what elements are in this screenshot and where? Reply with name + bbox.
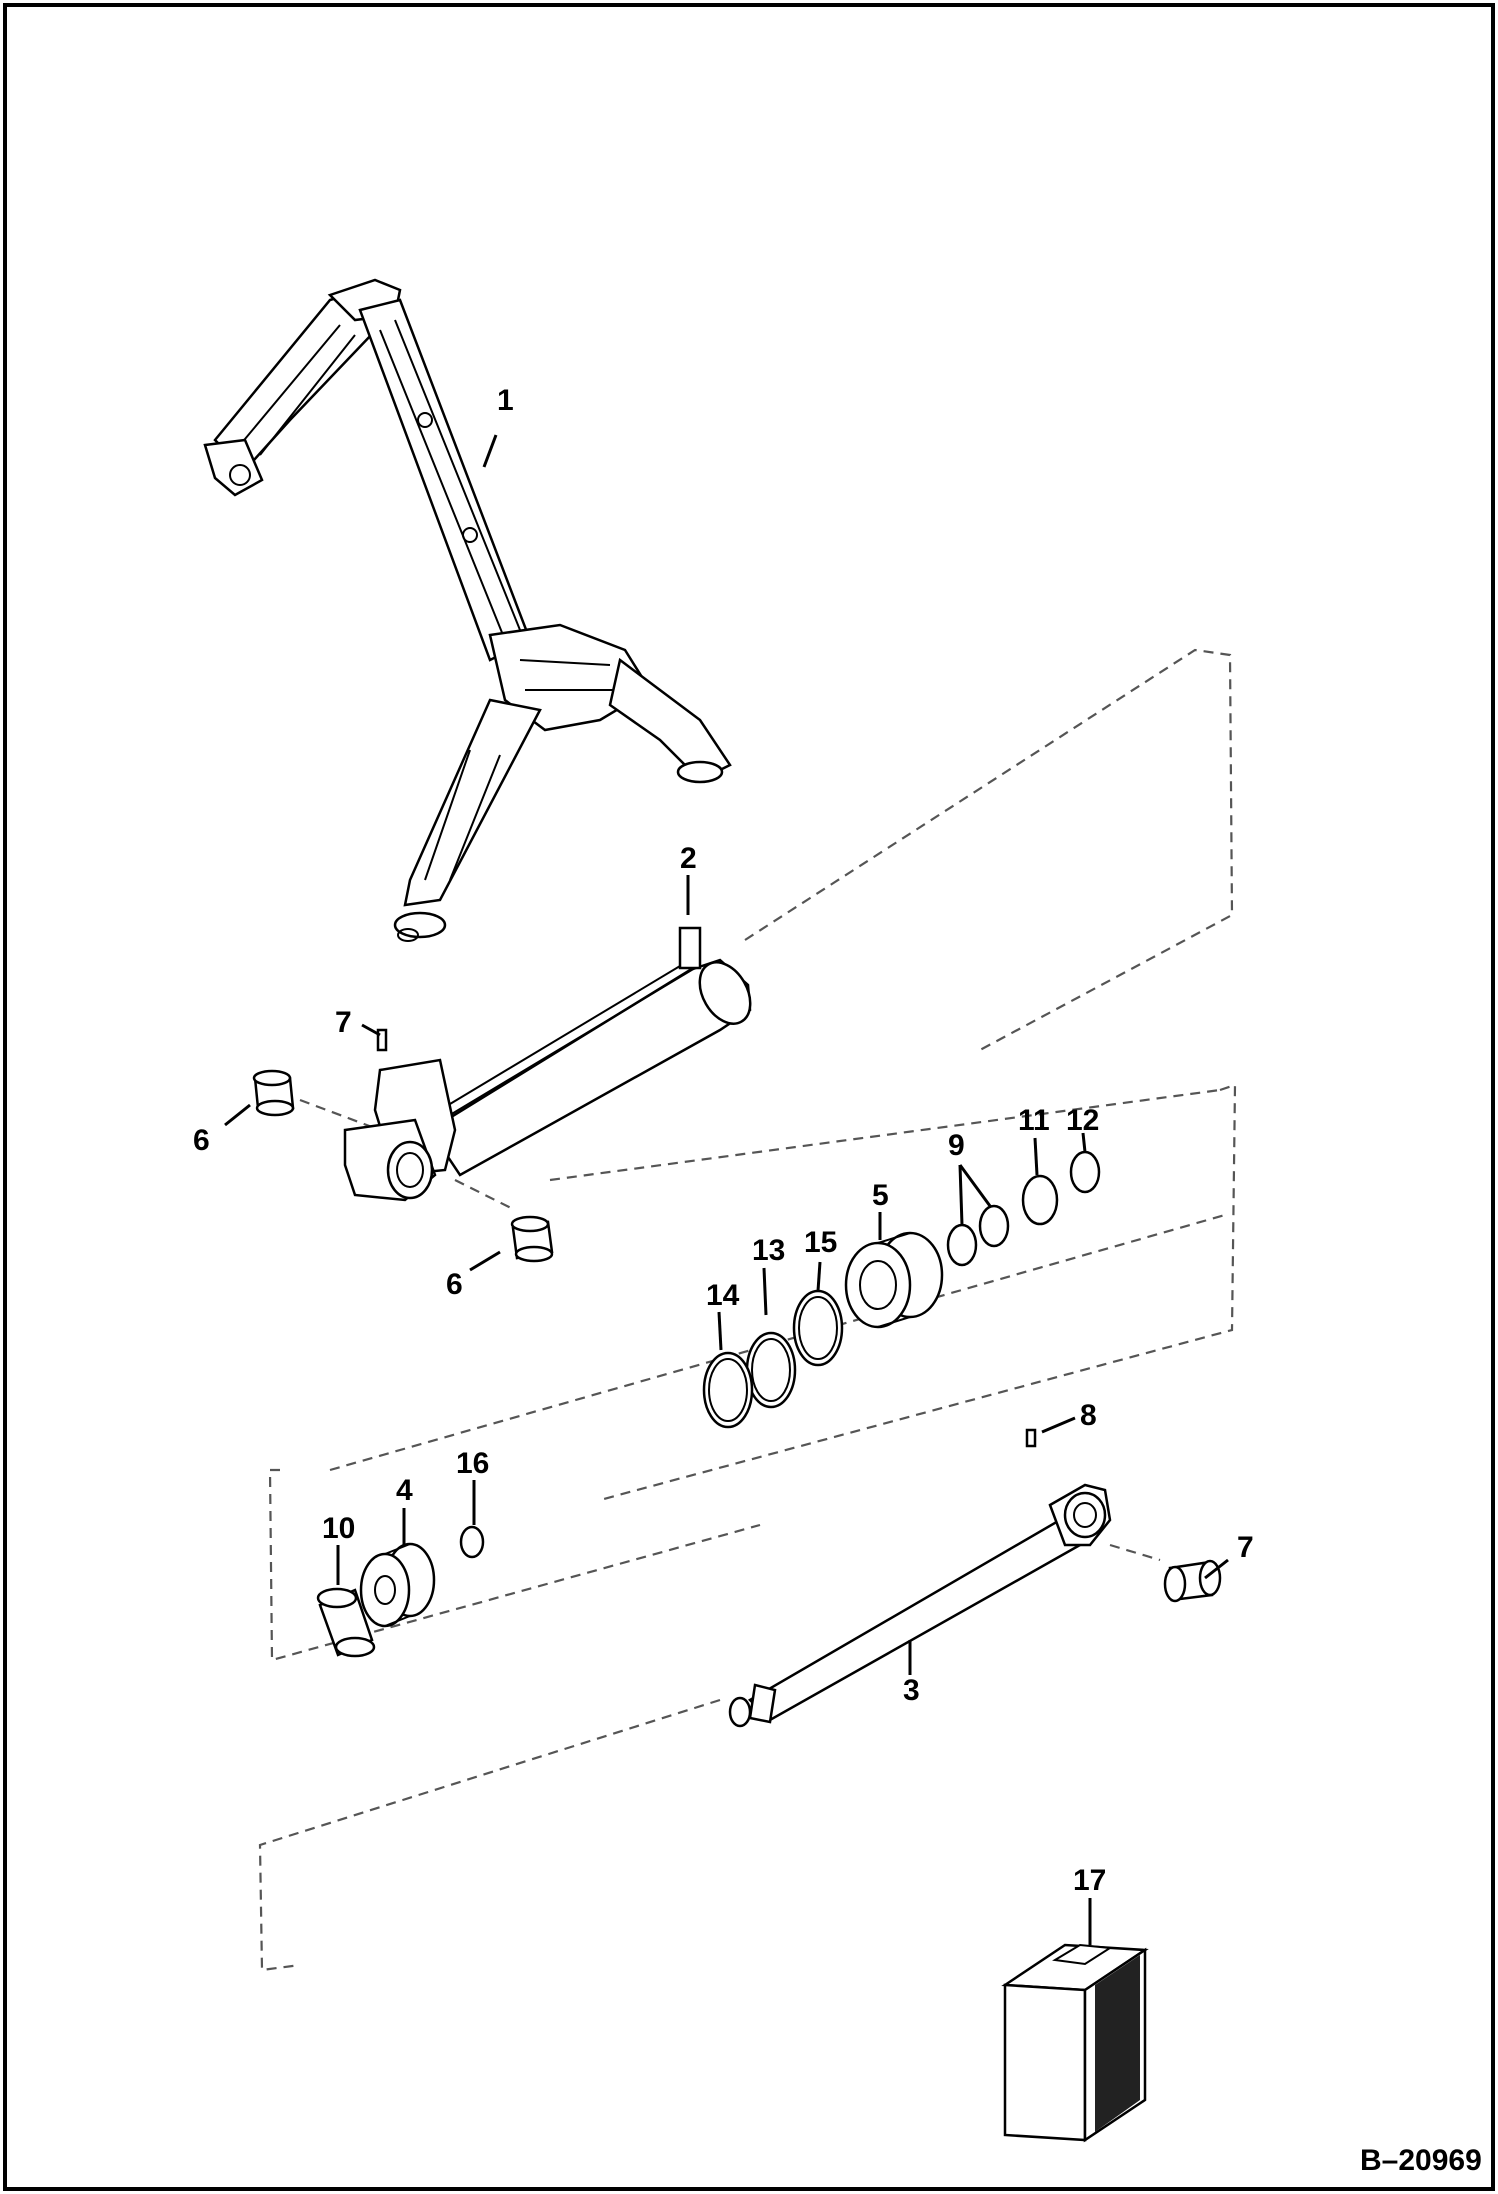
callout-17: 17	[1073, 1864, 1106, 1897]
callout-11: 11	[1018, 1104, 1050, 1137]
callout-10: 10	[322, 1512, 355, 1545]
callout-15: 15	[804, 1226, 837, 1259]
callout-14: 14	[706, 1279, 740, 1312]
callout-16: 16	[456, 1447, 489, 1480]
page-border	[3, 3, 1495, 2191]
callout-3: 3	[903, 1674, 920, 1707]
document-id: B–20969	[1360, 2144, 1482, 2177]
seal-12	[1069, 1150, 1101, 1194]
callout-7-right: 7	[1237, 1531, 1254, 1564]
callout-7-upper: 7	[335, 1006, 352, 1039]
seal-kit-box-17	[1001, 1943, 1149, 2143]
piston-5	[844, 1231, 944, 1329]
callout-6-lower: 6	[446, 1268, 463, 1301]
callout-labels: 1 2 3 4 5 6 6 7 7 8 9 10 11 12 13 14 15 …	[193, 384, 1254, 1897]
callout-5: 5	[872, 1179, 889, 1212]
seal-11	[1021, 1174, 1059, 1226]
seal-10	[316, 1587, 376, 1658]
explode-guide-lines	[258, 648, 1237, 1972]
seal-ring-13	[745, 1331, 797, 1409]
bushing-7-right	[1163, 1559, 1222, 1603]
wear-ring-9	[946, 1204, 1010, 1267]
seal-ring-15	[792, 1289, 844, 1367]
bushing-6-upper	[252, 1069, 295, 1117]
callout-13: 13	[752, 1234, 785, 1267]
callout-4: 4	[396, 1474, 413, 1507]
seal-ring-14	[702, 1351, 754, 1429]
callout-8: 8	[1080, 1399, 1097, 1432]
ring-16	[459, 1525, 485, 1559]
leader-lines	[224, 434, 1229, 1945]
callout-2: 2	[680, 842, 697, 875]
gland-4	[359, 1542, 436, 1628]
callout-1: 1	[497, 384, 514, 417]
cylinder-barrel	[343, 926, 752, 1202]
piston-rod	[728, 1483, 1112, 1728]
boom-arm-assembly	[203, 278, 732, 942]
callout-9: 9	[948, 1129, 965, 1162]
grease-fitting-8	[1025, 1428, 1037, 1448]
callout-12: 12	[1066, 1104, 1099, 1137]
callout-6-upper: 6	[193, 1124, 210, 1157]
bushing-6-lower	[510, 1215, 554, 1263]
grease-fitting-7	[376, 1028, 388, 1052]
